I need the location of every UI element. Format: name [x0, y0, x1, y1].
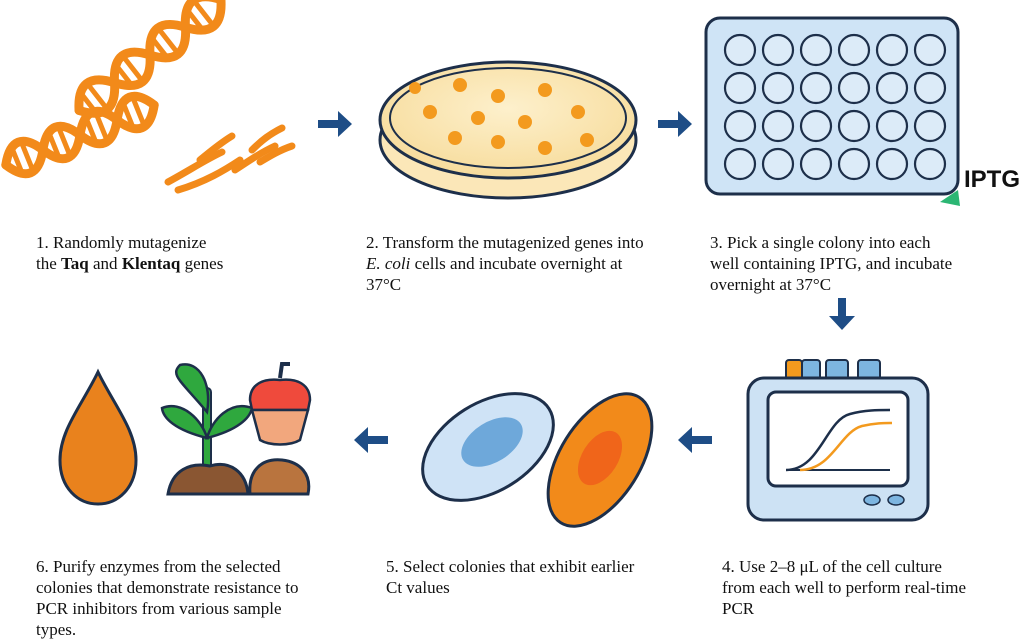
well — [837, 147, 871, 181]
dna-helix-icon — [1, 0, 296, 194]
well — [799, 109, 833, 143]
step-3-caption: 3. Pick a single colony into each well c… — [710, 233, 953, 294]
well — [761, 71, 795, 105]
well — [875, 33, 909, 67]
petri-dish-icon — [378, 60, 638, 200]
well — [723, 71, 757, 105]
well — [761, 109, 795, 143]
well — [761, 33, 795, 67]
well — [913, 71, 947, 105]
well — [761, 147, 795, 181]
flow-arrow-icon — [829, 298, 855, 330]
well — [799, 33, 833, 67]
well-plate-icon — [704, 16, 960, 206]
well — [723, 33, 757, 67]
iptg-marker-icon — [940, 190, 960, 206]
well — [799, 147, 833, 181]
step-1-caption: 1. Randomly mutagenize the Taq and Klent… — [36, 233, 224, 273]
well — [875, 147, 909, 181]
plant-seedling-icon — [160, 363, 254, 475]
step-2-caption: 2. Transform the mutagenized genes into … — [366, 233, 644, 294]
flow-arrow-icon — [658, 111, 692, 137]
well — [913, 147, 947, 181]
well — [875, 109, 909, 143]
pepper-icon — [248, 362, 312, 446]
step-6-caption: 6. Purify enzymes from the selected colo… — [36, 557, 299, 639]
soil-icon — [166, 458, 311, 496]
iptg-label: IPTG — [964, 166, 1021, 193]
step-5-caption: 5. Select colonies that exhibit earlier … — [386, 557, 635, 597]
flow-arrow-icon — [354, 427, 388, 453]
flow-arrow-icon — [318, 111, 352, 137]
well — [913, 109, 947, 143]
step-4-caption: 4. Use 2–8 μL of the cell culture from e… — [722, 557, 967, 618]
well — [875, 71, 909, 105]
well — [723, 109, 757, 143]
liquid-drop-icon — [58, 368, 138, 506]
flow-arrow-icon — [678, 427, 712, 453]
pcr-machine-icon — [746, 359, 930, 522]
well — [837, 71, 871, 105]
well — [837, 109, 871, 143]
well — [837, 33, 871, 67]
cell-icon — [421, 392, 654, 528]
well — [799, 71, 833, 105]
well — [913, 33, 947, 67]
well — [723, 147, 757, 181]
